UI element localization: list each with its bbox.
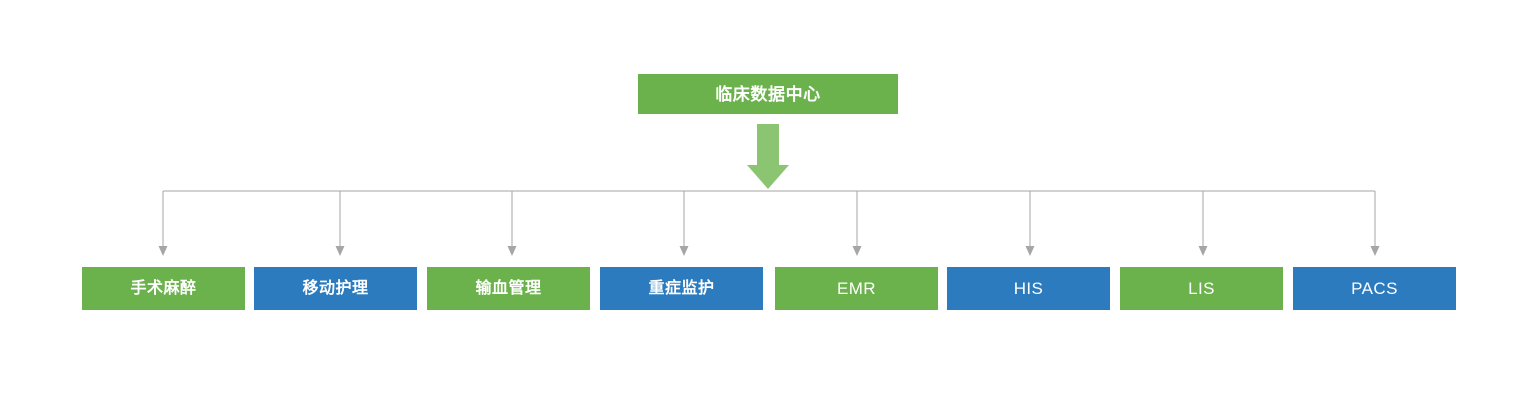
leaf-node-3[interactable]: 输血管理 [427, 267, 590, 310]
leaf-node-7[interactable]: LIS [1120, 267, 1283, 310]
leaf-node-1[interactable]: 手术麻醉 [82, 267, 245, 310]
leaf-node-label: HIS [1013, 279, 1044, 298]
leaf-node-label: 重症监护 [648, 279, 715, 297]
leaf-node-label: PACS [1351, 279, 1398, 298]
leaf-node-5[interactable]: EMR [775, 267, 938, 310]
leaf-node-label: 手术麻醉 [130, 279, 197, 297]
leaf-node-row: 手术麻醉 移动护理 输血管理 重症监护 EMR HIS LIS PACS [82, 267, 1456, 310]
leaf-node-6[interactable]: HIS [947, 267, 1110, 310]
leaf-node-label: LIS [1188, 279, 1215, 298]
leaf-node-label: 移动护理 [302, 279, 369, 297]
leaf-node-4[interactable]: 重症监护 [600, 267, 763, 310]
leaf-node-label: EMR [837, 279, 876, 298]
leaf-node-label: 输血管理 [475, 279, 542, 297]
down-arrow-icon [746, 124, 790, 190]
root-node-clinical-data-center[interactable]: 临床数据中心 [638, 74, 898, 114]
leaf-node-2[interactable]: 移动护理 [254, 267, 417, 310]
leaf-node-8[interactable]: PACS [1293, 267, 1456, 310]
root-node-label: 临床数据中心 [715, 84, 821, 104]
